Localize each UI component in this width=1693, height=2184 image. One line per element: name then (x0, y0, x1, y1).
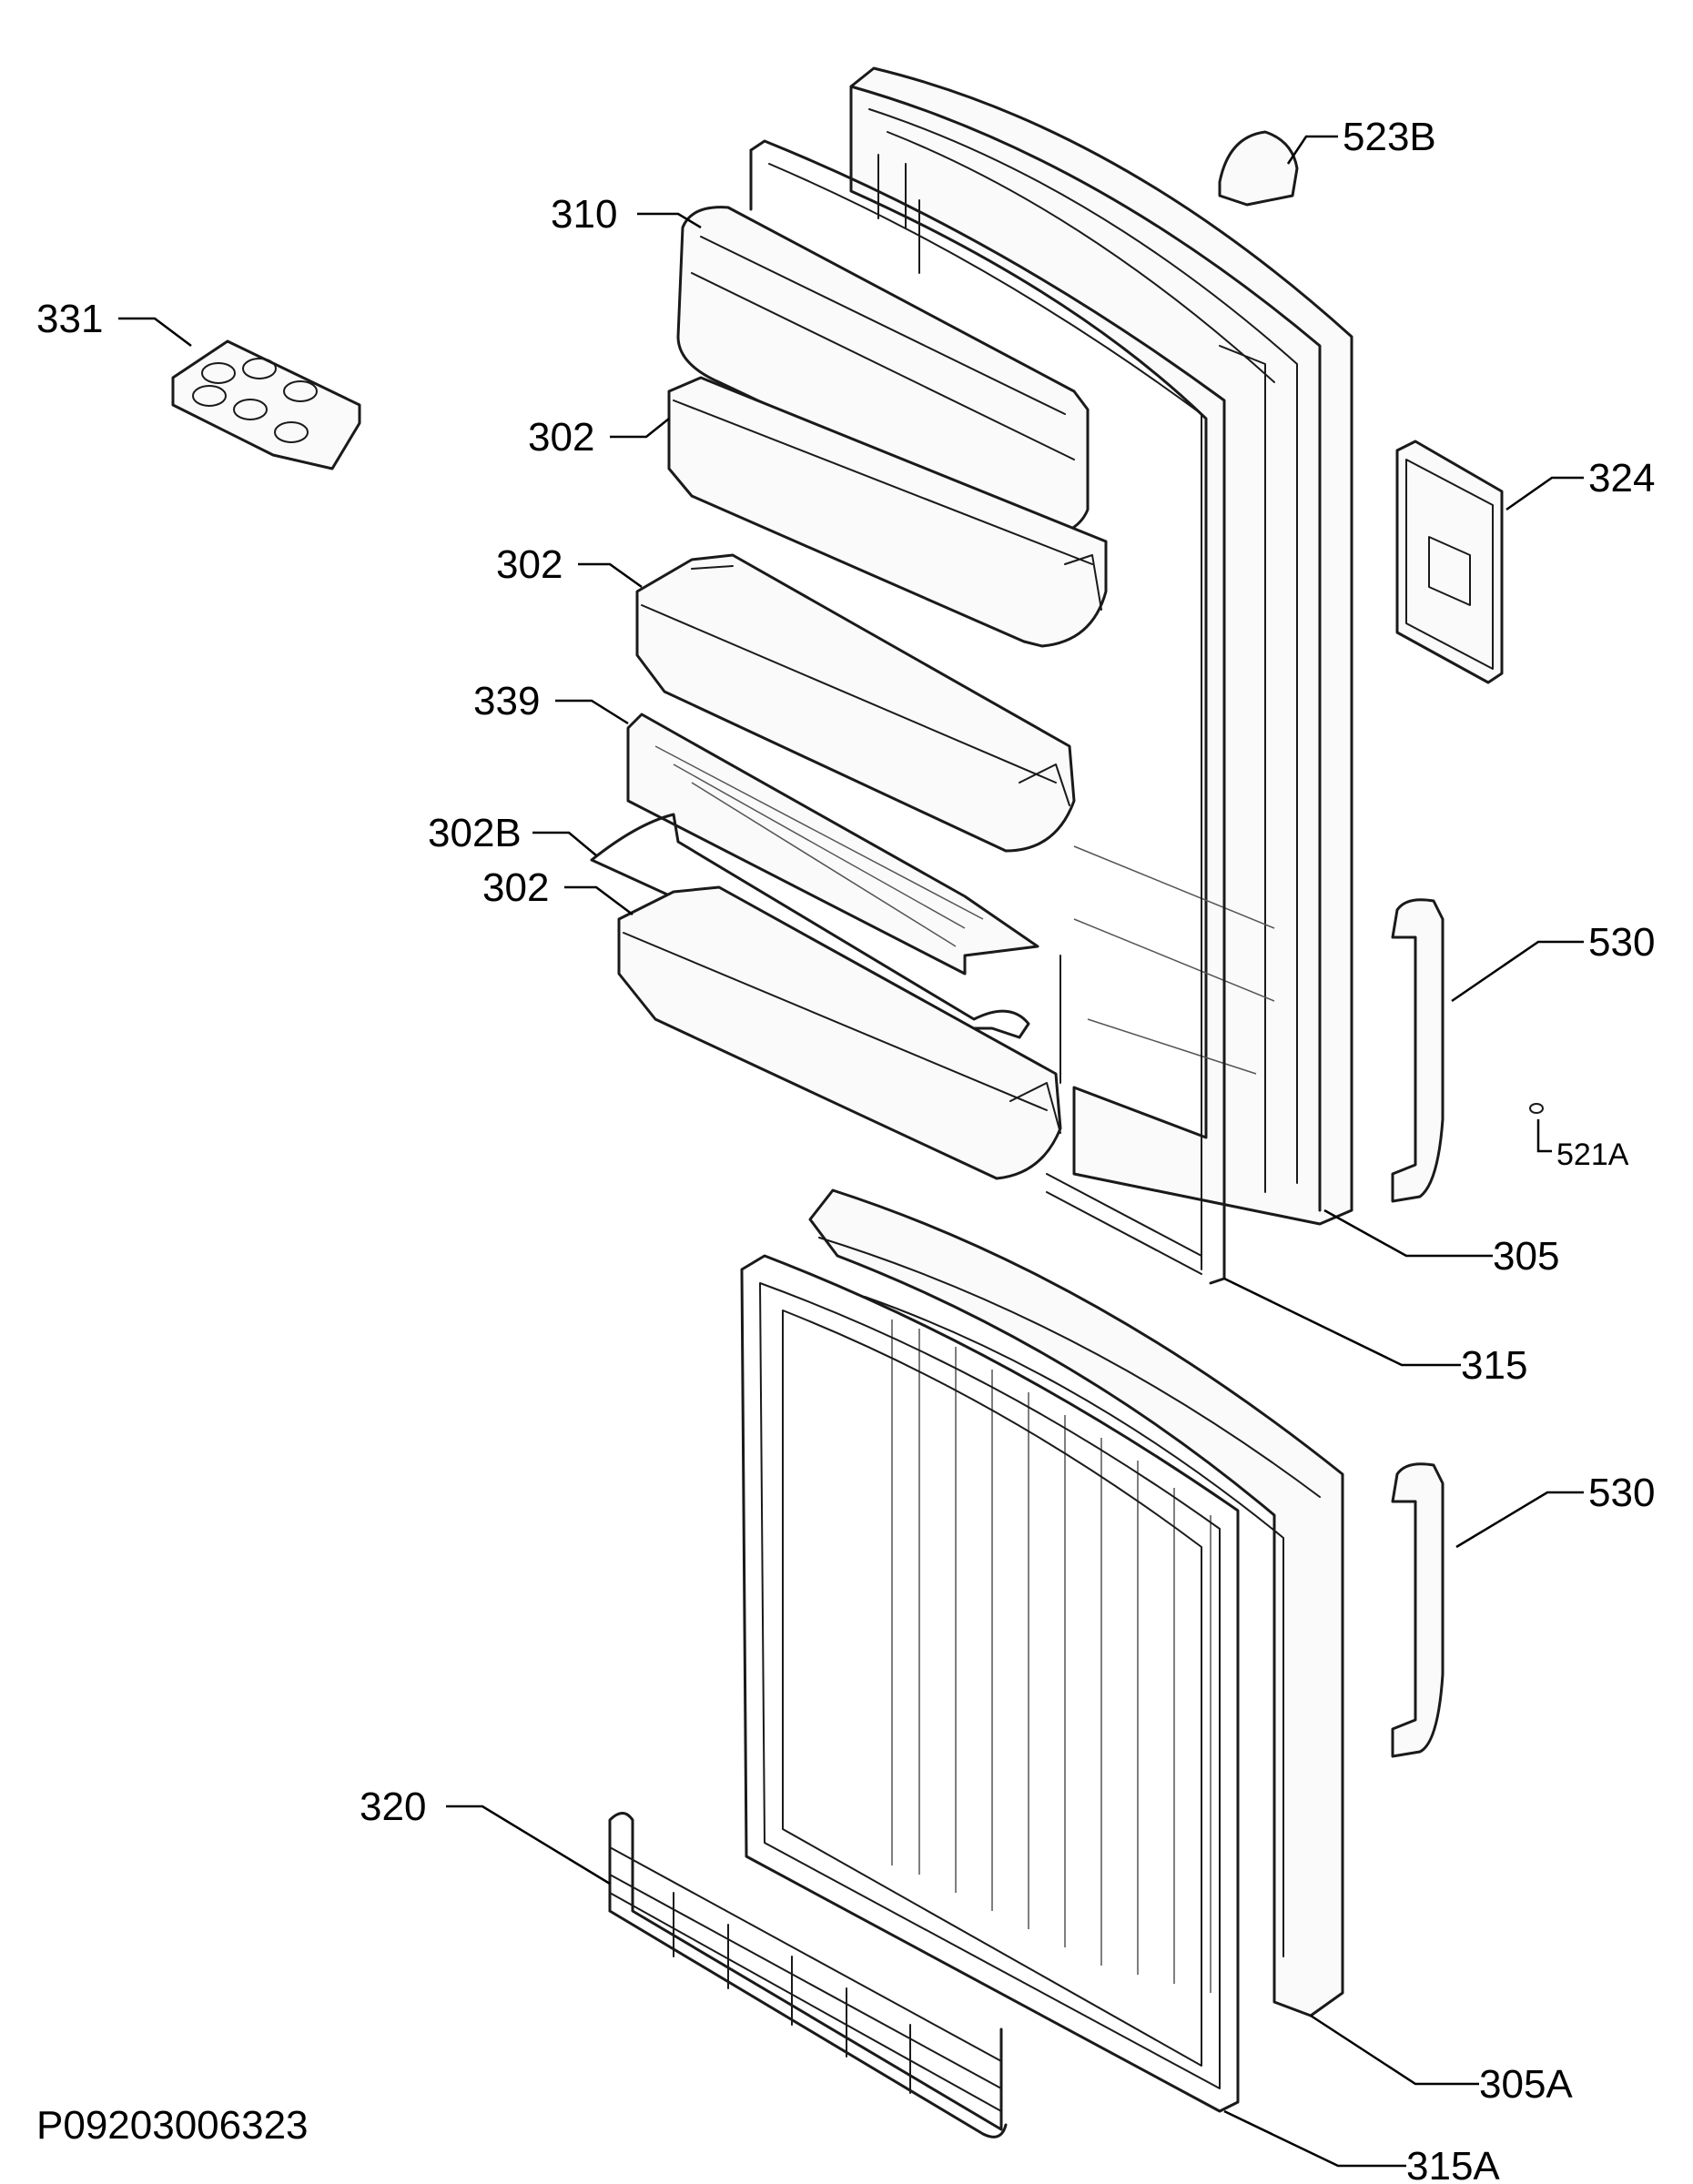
shelf-divider-339 (626, 713, 1039, 976)
egg-tray-331 (171, 339, 361, 470)
callout-305A: 305A (1479, 2062, 1573, 2107)
callout-305: 305 (1493, 1234, 1559, 1279)
door-shelf-302-top (667, 376, 1108, 648)
door-shelf-302-bottom (617, 885, 1062, 1180)
hinge-cover-523B (1218, 130, 1299, 207)
callout-302-top: 302 (528, 415, 594, 460)
callout-324: 324 (1588, 456, 1655, 500)
callout-530-lower: 530 (1588, 1471, 1655, 1515)
callout-339: 339 (473, 679, 540, 723)
freezer-door-lower (808, 1188, 1344, 2017)
leader-lines (118, 135, 1584, 2168)
dairy-compartment-310 (676, 206, 1090, 539)
callout-302-bottom: 302 (482, 865, 549, 910)
callout-523B: 523B (1343, 115, 1436, 159)
gasket-lower (740, 1254, 1240, 2113)
callout-331: 331 (36, 297, 103, 341)
wire-rail-302B (590, 813, 1030, 1039)
door-shelf-302-middle (635, 553, 1076, 853)
pin-521A (1529, 1103, 1544, 1114)
callout-302B: 302B (428, 811, 522, 855)
handle-530-lower (1391, 1462, 1445, 1758)
callout-530-upper: 530 (1588, 920, 1655, 965)
callout-302-middle: 302 (496, 542, 563, 587)
callout-320: 320 (360, 1785, 426, 1829)
frame-324 (1395, 440, 1504, 684)
callout-315: 315 (1461, 1343, 1527, 1388)
handle-530-upper (1391, 898, 1445, 1203)
callout-521A: 521A (1556, 1138, 1629, 1172)
callout-310: 310 (551, 192, 617, 237)
drawing-code: P09203006323 (36, 2103, 309, 2148)
callout-315A: 315A (1406, 2144, 1500, 2184)
callout-labels: 523B 310 331 302 324 302 339 302B 302 53… (36, 115, 1655, 2184)
basket-320 (608, 1812, 1008, 2138)
gasket-upper (749, 139, 1226, 1285)
